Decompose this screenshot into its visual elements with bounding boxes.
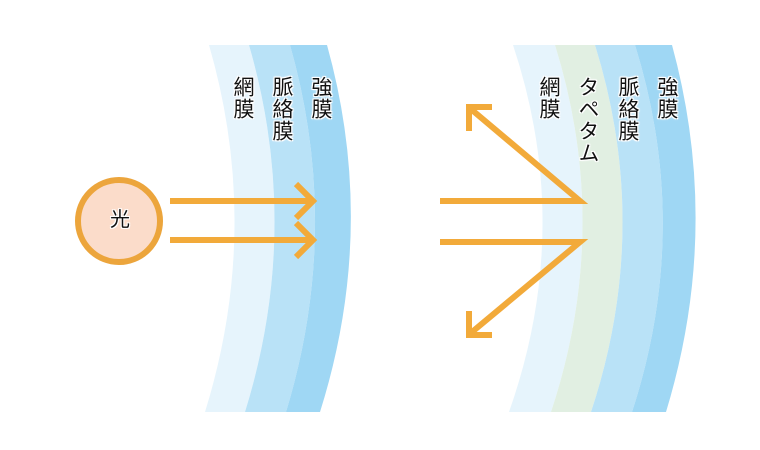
incoming-arrow-bottom [170,220,318,260]
right-sclera-band [632,45,696,412]
light-source-label: 光 [110,207,130,231]
left-retina-band [205,45,275,412]
right-retina-band [509,45,583,412]
left-retina-label: 網膜 [231,76,255,120]
incoming-arrows [170,181,318,260]
right-choroid-band [591,45,663,412]
right-tapetum-label: タペタム [576,76,600,164]
reflected-arrow-top [440,104,589,204]
incoming-arrow-top [170,181,318,221]
left-choroid-band [245,45,316,412]
right-eye-layers [509,45,696,412]
left-sclera-band [286,45,351,412]
right-sclera-label: 強膜 [655,76,679,120]
left-choroid-label: 脈絡膜 [270,76,294,142]
left-eye-layers [205,45,351,412]
right-choroid-label: 脈絡膜 [616,76,640,142]
light-source-circle [75,177,163,265]
reflected-arrow-bottom [440,239,589,338]
right-retina-label: 網膜 [537,76,561,120]
right-tapetum-band [551,45,623,412]
left-sclera-label: 強膜 [309,76,333,120]
reflected-arrows [440,104,589,338]
